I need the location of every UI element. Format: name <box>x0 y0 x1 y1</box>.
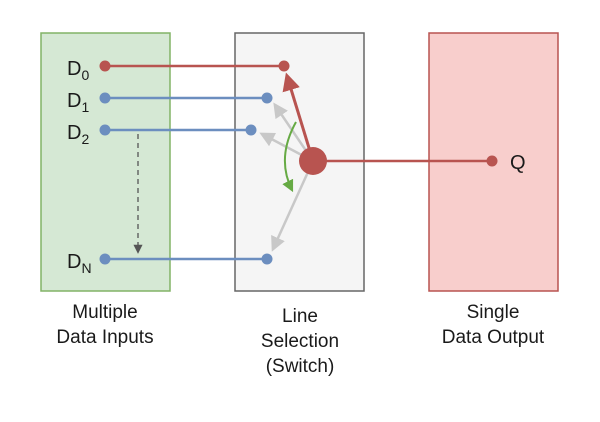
selected-switch-arm <box>282 72 315 162</box>
switch-caption-line3: (Switch) <box>266 356 335 377</box>
label-d1: D1 <box>67 90 89 115</box>
label-d0: D0 <box>67 58 89 83</box>
input-dot-d0 <box>99 60 111 72</box>
label-dn: DN <box>67 251 92 276</box>
input-dot-d2 <box>99 124 111 136</box>
label-d2: D2 <box>67 122 89 147</box>
input-dot-d1 <box>99 92 111 104</box>
switch-pivot <box>299 147 327 175</box>
switch-contact-d0 <box>278 60 290 72</box>
switch-caption-line2: Selection <box>261 331 339 352</box>
rotation-arrow <box>282 121 297 193</box>
output-caption-line2: Data Output <box>442 327 545 348</box>
switch-contact-d2 <box>245 124 257 136</box>
switch-contact-dn <box>261 253 273 265</box>
input-dot-dn <box>99 253 111 265</box>
inputs-block <box>40 32 171 292</box>
output-caption-line1: Single <box>467 302 520 323</box>
switch-contact-d1 <box>261 92 273 104</box>
switch-caption-line1: Line <box>282 306 318 327</box>
ghost-arrow-dn <box>271 160 315 252</box>
inputs-caption-line1: Multiple <box>72 302 137 323</box>
output-dot <box>486 155 498 167</box>
inputs-caption-line2: Data Inputs <box>56 327 153 348</box>
label-q: Q <box>510 152 526 174</box>
